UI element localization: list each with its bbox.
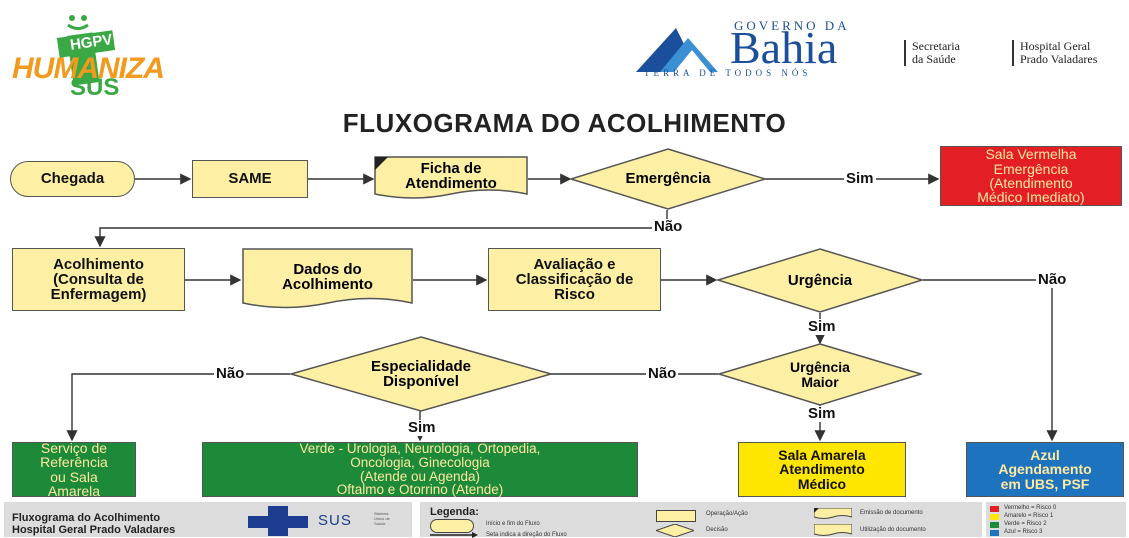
label-sim-especialidade: Sim — [406, 419, 438, 436]
node-urgencia-maior-text: Urgência Maior — [790, 359, 850, 390]
legend-inicio-fim: Início e fim do Fluxo — [486, 521, 540, 527]
risk-legend-panel: Vermelho = Risco 0 Amarelo = Risco 1 Ver… — [986, 502, 1126, 537]
node-verde: Verde - Urologia, Neurologia, Ortopedia,… — [202, 442, 638, 497]
node-urgencia-maior: Urgência Maior — [718, 343, 922, 406]
node-urgencia-text: Urgência — [787, 271, 853, 289]
risk-swatch-vermelho — [990, 506, 999, 512]
legend-decisao-shape — [656, 524, 694, 537]
secretaria-text: Secretaria da Saúde — [904, 40, 960, 66]
logo-sus-text: SUS — [70, 74, 120, 101]
gov-tagline-text: TERRA DE TODOS NÓS — [644, 68, 812, 78]
legend-title: Legenda: — [430, 506, 479, 518]
node-especialidade: Especialidade Disponível — [290, 336, 552, 412]
node-dados: Dados do Acolhimento — [242, 248, 413, 312]
legend-operacao: Operação/Ação — [706, 511, 748, 517]
legend-arrow-icon — [430, 532, 478, 538]
legend-terminal-shape — [430, 519, 474, 533]
node-avaliacao: Avaliação e Classificação de Risco — [488, 248, 661, 311]
risk-label-amarelo: Amarelo = Risco 1 — [1004, 513, 1054, 519]
node-especialidade-text: Especialidade Disponível — [370, 357, 472, 390]
risk-label-vermelho: Vermelho = Risco 0 — [1004, 505, 1057, 511]
arrow-especialidade-nao — [66, 373, 290, 442]
label-nao-urgencia: Não — [1036, 271, 1069, 288]
label-sim-urgencia-maior: Sim — [806, 405, 838, 422]
node-dados-text: Dados do Acolhimento — [282, 260, 373, 293]
label-sim-emergencia: Sim — [844, 170, 876, 187]
arrow-urgencia-nao — [923, 279, 1058, 442]
legend-panel: Legenda: Início e fim do Fluxo Seta indi… — [420, 502, 982, 538]
legend-utilizacao-shape — [814, 524, 852, 536]
legend-decisao: Decisão — [706, 527, 728, 533]
gov-top-text: GOVERNO DA — [734, 18, 850, 33]
label-nao-especialidade: Não — [214, 365, 247, 382]
humaniza-sus-logo: HGPV HUMANIZA SUS — [10, 8, 200, 101]
node-emergencia: Emergência — [570, 148, 766, 210]
node-same: SAME — [192, 160, 308, 198]
label-sim-urgencia: Sim — [806, 318, 838, 335]
node-azul: Azul Agendamento em UBS, PSF — [966, 442, 1124, 497]
legend-seta: Seta indica a direção do Fluxo — [486, 532, 567, 538]
risk-swatch-verde — [990, 522, 999, 528]
sus-cross-icon — [248, 506, 308, 536]
gov-main-text: Bahia — [730, 22, 838, 73]
sus-sub-text: Sistema Único de Saúde — [374, 511, 390, 526]
legend-utilizacao: Utilização do documento — [860, 527, 926, 533]
footer-caption-line1: Fluxograma do Acolhimento — [12, 512, 161, 524]
risk-label-azul: Azul = Risco 3 — [1004, 529, 1043, 535]
node-sala-vermelha: Sala Vermelha Emergência (Atendimento Mé… — [940, 146, 1122, 206]
arrow-emergencia-nao — [94, 210, 668, 248]
risk-swatch-azul — [990, 530, 999, 536]
page-title: FLUXOGRAMA DO ACOLHIMENTO — [342, 108, 787, 138]
node-urgencia: Urgência — [717, 248, 923, 313]
label-nao-emergencia: Não — [652, 218, 685, 235]
hospital-text: Hospital Geral Prado Valadares — [1012, 40, 1097, 66]
footer-caption-line2: Hospital Geral Prado Valadares — [12, 524, 176, 536]
legend-emissao-shape — [814, 508, 852, 519]
footer-caption-panel: Fluxograma do Acolhimento Hospital Geral… — [4, 502, 412, 537]
node-emergencia-text: Emergência — [625, 170, 711, 188]
node-ficha-text: Ficha de Atendimento — [405, 159, 497, 192]
node-sala-amarela: Sala Amarela Atendimento Médico — [738, 442, 906, 497]
governo-bahia-logo: GOVERNO DA Bahia TERRA DE TODOS NÓS — [636, 18, 886, 82]
node-servico-referencia: Serviço de Referência ou Sala Amarela — [12, 441, 136, 498]
node-ficha: Ficha de Atendimento — [374, 156, 528, 200]
legend-operacao-shape — [656, 510, 696, 522]
logo-humaniza-text: HUMANIZA — [12, 52, 165, 85]
risk-swatch-amarelo — [990, 514, 999, 520]
risk-label-verde: Verde = Risco 2 — [1004, 521, 1047, 527]
node-chegada: Chegada — [10, 161, 135, 197]
label-nao-urgencia-maior: Não — [646, 365, 679, 382]
legend-emissao: Emissão de documento — [860, 510, 923, 516]
sus-logo-text: SUS — [318, 512, 352, 529]
node-acolhimento: Acolhimento (Consulta de Enfermagem) — [12, 248, 185, 311]
